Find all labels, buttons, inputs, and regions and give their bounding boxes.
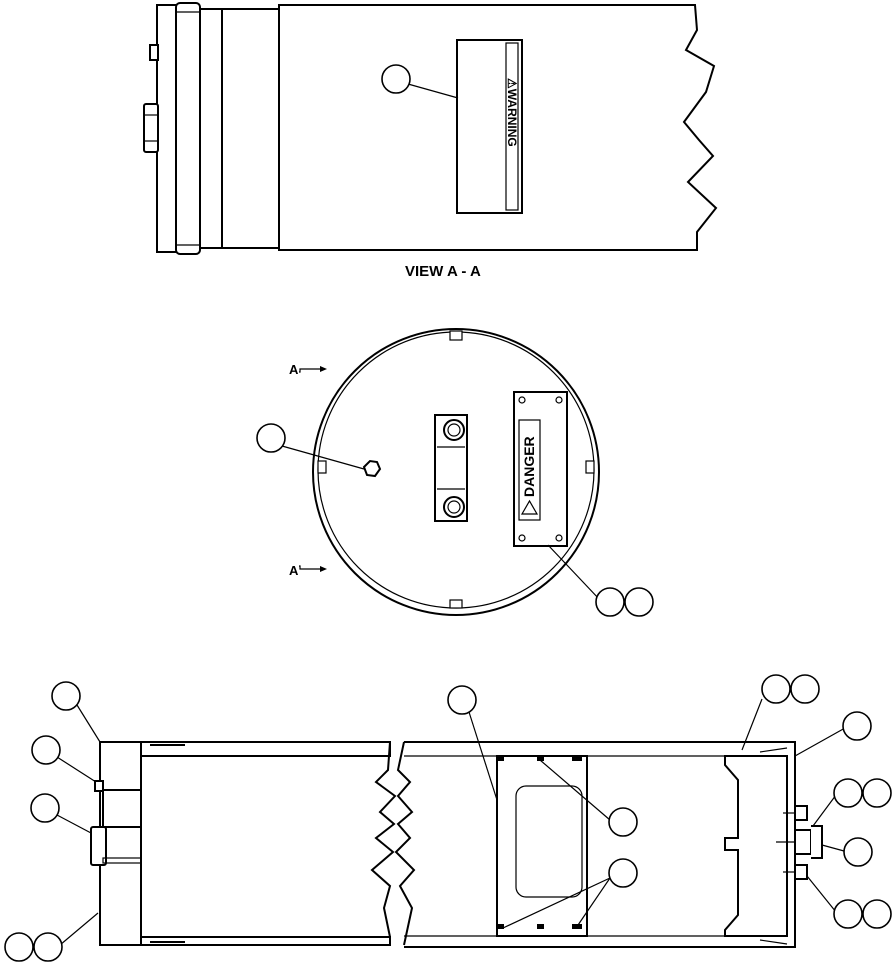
callout-left-seal-b (33, 932, 63, 962)
right-center-fitting (794, 829, 812, 855)
left-end-cap (99, 741, 391, 946)
section-marker-top: A (289, 362, 299, 377)
right-end-cap (724, 755, 788, 937)
callout-right-nut-b (862, 899, 892, 929)
callout-danger-plate-b (624, 587, 654, 617)
danger-label-field (518, 419, 541, 521)
break-right (394, 741, 416, 946)
danger-label-text: DANGER (521, 436, 537, 497)
plug (362, 459, 382, 478)
break-left (370, 741, 397, 938)
callout-right-thread-a (761, 674, 791, 704)
warning-decal-stripe (505, 42, 519, 211)
end-view: A A DANGER (256, 328, 654, 617)
view-a-a-caption: VIEW A - A (405, 263, 481, 280)
inner-bracket (496, 755, 588, 937)
callout-bracket-pad-bottom (608, 858, 638, 888)
collar-left (156, 4, 178, 253)
collar-band (199, 8, 223, 249)
callout-right-nut-a (833, 899, 863, 929)
neck (221, 8, 280, 249)
left-port-large (90, 826, 107, 866)
callout-danger-plate-a (595, 587, 625, 617)
callout-plug (256, 423, 286, 453)
bolt-small (149, 44, 159, 61)
inner-bracket-window (515, 785, 583, 898)
collar-ring (175, 2, 201, 255)
callout-right-center-fitting (843, 837, 873, 867)
callout-right-fitting-b (862, 778, 892, 808)
section-view (4, 674, 892, 962)
view-a-a: ⚠WARNING VIEW A - A (143, 2, 718, 280)
callout-left-cap (51, 681, 81, 711)
callout-right-thread-b (790, 674, 820, 704)
section-marker-bottom: A (289, 563, 299, 578)
danger-triangle-icon (520, 499, 539, 515)
callout-right-cap (842, 711, 872, 741)
warning-decal-text: ⚠WARNING (505, 78, 519, 147)
callout-right-fitting-a (833, 778, 863, 808)
left-port-small (94, 780, 104, 792)
callout-inner-bracket (447, 685, 477, 715)
callout-left-seal-a (4, 932, 34, 962)
callout-left-port-large (30, 793, 60, 823)
callout-left-port-small (31, 735, 61, 765)
bracket-bolt-top (443, 419, 465, 441)
callout-warning-decal (381, 64, 411, 94)
callout-bracket-pad-top (608, 807, 638, 837)
warning-decal (456, 39, 523, 214)
bolt-large (143, 103, 159, 153)
bracket-bolt-bottom (443, 496, 465, 518)
